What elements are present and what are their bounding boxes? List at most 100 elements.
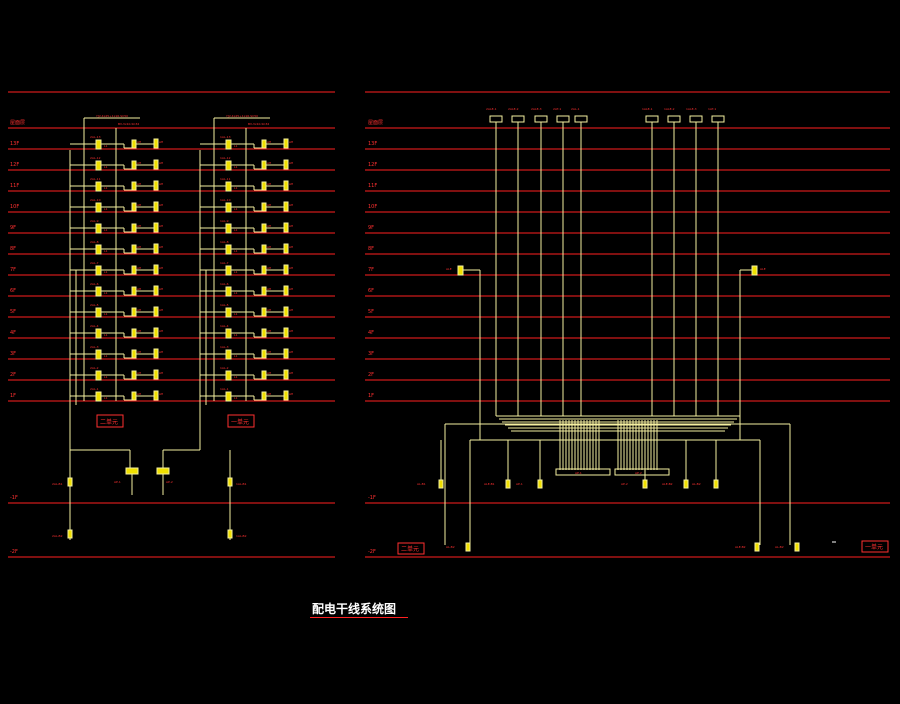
b1-breaker: [642, 479, 648, 489]
floor-label-right: 10F: [368, 204, 377, 210]
meter-tag: AH: [137, 140, 141, 144]
basement-tag-a2: 2AL-B2: [52, 534, 63, 538]
load-tag: AH: [159, 266, 163, 270]
basement-box-b1: [227, 477, 233, 487]
meter-box: [261, 160, 267, 170]
b1-tag: AP-1: [516, 482, 523, 486]
meter-tag: AH: [267, 350, 271, 354]
note-a: YJV-4x25+1x16-SC50: [96, 114, 128, 118]
b2-tag: ALE-B2: [735, 545, 746, 549]
load-tag: AH: [159, 350, 163, 354]
phase-tag: L1: [104, 165, 108, 169]
breaker-main: [95, 223, 102, 234]
top-panel-tag: 1AT-1: [708, 107, 716, 111]
meter-box: [261, 223, 267, 233]
breaker-tag: 1AL-10: [220, 198, 231, 202]
breaker-tag: 2AL-7: [90, 261, 99, 265]
floor-label-right: 5F: [368, 309, 374, 315]
phase-tag: L1: [104, 333, 108, 337]
load-tag: AH: [289, 140, 293, 144]
unit-box-b: [227, 414, 255, 428]
bus-right: [614, 468, 670, 476]
bus-left: [555, 468, 611, 476]
phase-tag: L1: [234, 270, 238, 274]
floor-label-right: 11F: [368, 183, 377, 189]
b1-breaker: [683, 479, 689, 489]
floor-label-right: 9F: [368, 225, 374, 231]
side-panel-left: [457, 265, 464, 276]
floor-label-right: 3F: [368, 351, 374, 357]
load-box: [153, 327, 159, 338]
breaker-tag: 2AL-5: [90, 303, 99, 307]
bus-right-label: AP-2: [635, 471, 642, 475]
breaker-main: [95, 391, 102, 402]
meter-box: [131, 265, 137, 275]
meter-tag: AH: [137, 329, 141, 333]
meter-tag: AH: [267, 266, 271, 270]
meter-box: [261, 370, 267, 380]
top-panel: [689, 115, 703, 123]
unit-box-right-b: [861, 540, 889, 553]
unit-box-right-a: [397, 542, 425, 555]
side-panel-right: [751, 265, 758, 276]
meter-box: [131, 223, 137, 233]
meter-box: [261, 202, 267, 212]
meter-tag: AH: [267, 329, 271, 333]
breaker-tag: 1AL-3: [220, 345, 229, 349]
load-box: [153, 222, 159, 233]
top-panel: [511, 115, 525, 123]
floor-label-right: 6F: [368, 288, 374, 294]
title-underline: [310, 617, 408, 618]
meter-box: [261, 244, 267, 254]
meter-tag: AH: [137, 371, 141, 375]
breaker-main: [225, 223, 232, 234]
load-box: [283, 306, 289, 317]
top-panel-tag: 2ALE-2: [508, 107, 519, 111]
breaker-main: [225, 139, 232, 150]
sub-tag-a: AP-1: [114, 480, 121, 484]
floor-label-left: 12F: [10, 162, 19, 168]
floor-label-left: -2F: [10, 549, 18, 555]
breaker-main: [225, 160, 232, 171]
load-box: [153, 201, 159, 212]
floor-label-left: 4F: [10, 330, 16, 336]
load-box: [153, 180, 159, 191]
meter-tag: AH: [267, 224, 271, 228]
load-tag: AH: [289, 245, 293, 249]
meter-box: [261, 286, 267, 296]
meter-tag: AH: [137, 245, 141, 249]
phase-tag: L1: [234, 354, 238, 358]
top-panel: [574, 115, 588, 123]
load-tag: AH: [159, 371, 163, 375]
load-tag: AH: [159, 287, 163, 291]
phase-tag: L1: [234, 312, 238, 316]
meter-box: [261, 181, 267, 191]
meter-tag: AH: [137, 287, 141, 291]
phase-tag: L1: [234, 186, 238, 190]
breaker-main: [225, 202, 232, 213]
meter-box: [131, 139, 137, 149]
meter-box: [261, 139, 267, 149]
b1-tag: AL-B2: [692, 482, 701, 486]
meter-box: [131, 328, 137, 338]
meter-box: [261, 307, 267, 317]
phase-tag: L1: [234, 291, 238, 295]
b1-breaker: [505, 479, 511, 489]
meter-tag: AH: [267, 203, 271, 207]
phase-tag: L1: [104, 396, 108, 400]
b2-breaker: [754, 542, 760, 552]
unit-label-right-a: 二单元: [401, 545, 419, 553]
top-panel-tag: 1ALE-2: [664, 107, 675, 111]
load-box: [153, 264, 159, 275]
load-box: [283, 264, 289, 275]
floor-label-right: 4F: [368, 330, 374, 336]
meter-tag: AH: [137, 350, 141, 354]
breaker-main: [95, 244, 102, 255]
breaker-tag: 1AL-6: [220, 282, 229, 286]
breaker-main: [95, 307, 102, 318]
load-tag: AH: [289, 287, 293, 291]
load-box: [283, 369, 289, 380]
load-box: [153, 369, 159, 380]
floor-label-right: 12F: [368, 162, 377, 168]
